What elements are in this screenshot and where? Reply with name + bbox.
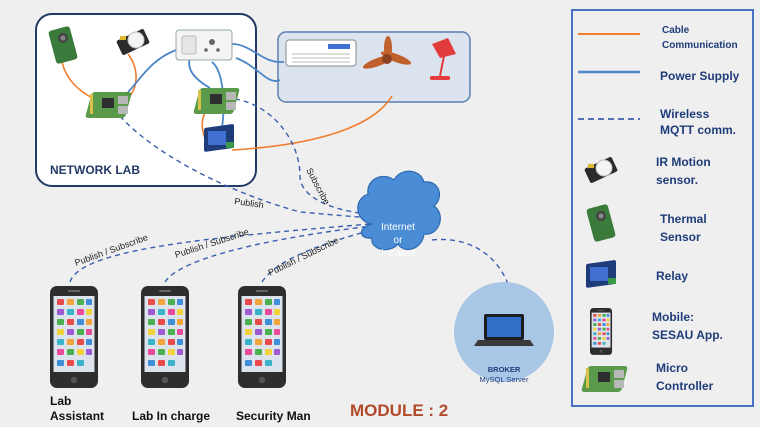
microcontroller-icon [85,92,132,118]
legend-3-line1: Wireless [660,107,710,121]
network-lab-label: NETWORK LAB [50,163,140,177]
mobile-label-1-line1: Lab [50,394,71,408]
legend-1-line1: Cable [662,25,690,36]
legend-4-line1: IR Motion [656,155,711,169]
mobile-label-2: Lab In charge [132,409,210,423]
power-socket-icon [175,29,233,61]
mobile-icon [141,286,189,388]
wireless-lines [69,97,511,291]
legend-8-line1: Micro [656,361,688,375]
relay-icon [204,123,234,152]
cloud-line-3: Intranet [381,248,415,259]
legend-7-line2: SESAU App. [652,328,723,342]
power-lines [127,43,285,129]
legend-8-line2: Controller [656,379,714,393]
cloud-line-2: or [394,235,404,246]
microcontroller-icon [193,88,240,114]
relay-icon [586,259,616,288]
pub-sub-label-2: Publish / Subscribe [174,227,250,260]
air-conditioner-icon [285,39,357,67]
mobile-icon [590,308,613,355]
broker-line-2: MySQL Server [480,375,529,384]
legend-7-line1: Mobile: [652,310,694,324]
subscribe-label: Subscribe [304,166,332,206]
internet-cloud [357,170,441,251]
microcontroller-icon [581,366,628,392]
mobile-label-1-line2: Assistant [50,409,104,423]
mobile-label-3: Security Man [236,409,311,423]
legend-1-line2: Communication [662,40,738,51]
cloud-line-1: Internet [381,222,415,233]
legend-2-line1: Power Supply [660,69,740,83]
mobile-icon [238,286,286,388]
broker-line-1: BROKER [488,365,521,374]
pub-sub-label-1: Publish / Subscribe [73,232,149,268]
ceiling-fan-icon [362,36,412,69]
mobile-icon [50,286,98,388]
broker-server [454,282,554,382]
legend-3-line2: MQTT comm. [660,123,736,137]
module-title: MODULE : 2 [350,401,448,420]
legend-4-line2: sensor. [656,173,698,187]
pub-sub-label-3: Publish / Subscribe [266,235,340,278]
legend-6-line1: Relay [656,269,688,283]
publish-label: Publish [234,196,265,210]
legend-5-line1: Thermal [660,212,707,226]
legend-5-line2: Sensor [660,230,701,244]
table-lamp-icon [430,38,456,80]
